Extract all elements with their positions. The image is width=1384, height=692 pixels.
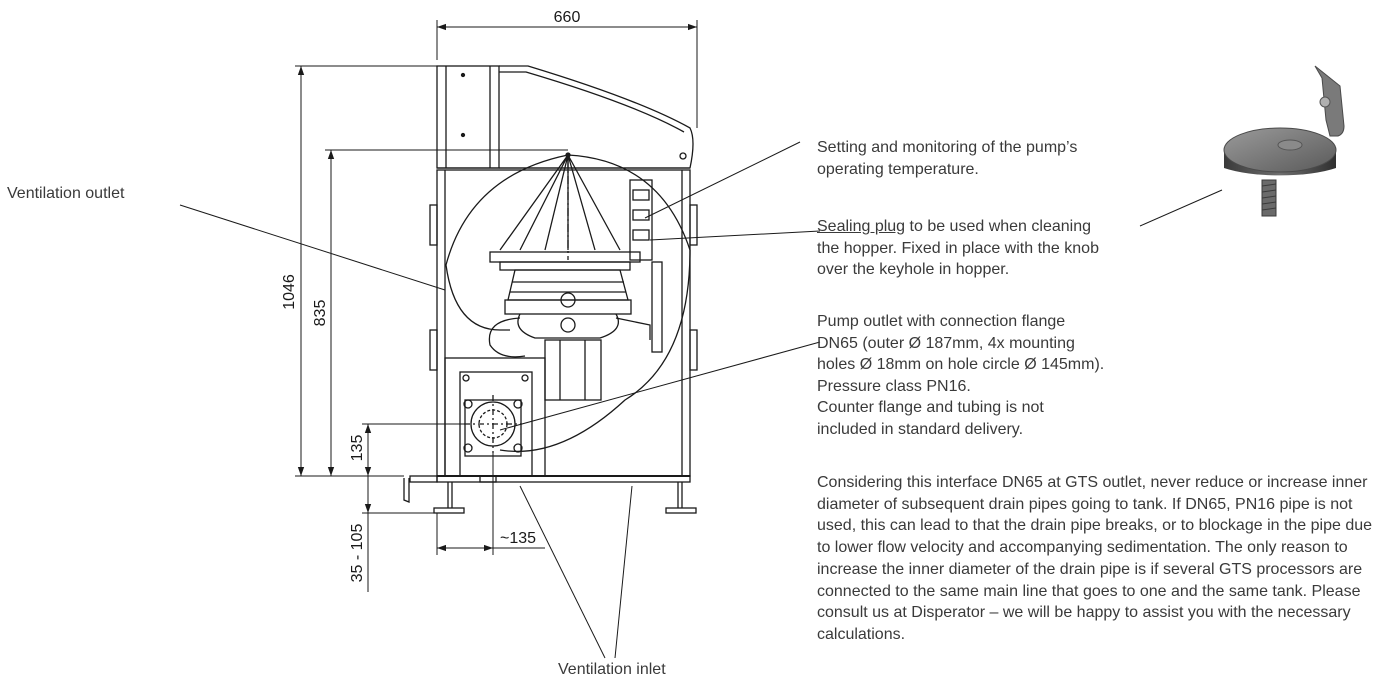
dimension-lines	[295, 20, 698, 592]
pump-unit-drawing	[403, 65, 698, 514]
pump-outlet-line-1: Pump outlet with connection flange	[817, 313, 1066, 330]
pump-outlet-callout: Pump outlet with connection flange DN65 …	[817, 311, 1104, 440]
temperature-callout: Setting and monitoring of the pump’s ope…	[817, 137, 1077, 180]
sealing-plug-line-2: the hopper. Fixed in place with the knob	[817, 239, 1099, 257]
ventilation-outlet-label: Ventilation outlet	[7, 185, 125, 202]
sealing-plug-link[interactable]: Sealing plug	[817, 218, 906, 235]
sealing-plug-line-3: over the keyhole in hopper.	[817, 261, 1010, 278]
leader-lines	[179, 141, 1223, 659]
ventilation-inlet-label: Ventilation inlet	[558, 661, 666, 678]
pump-outlet-line-6: included in standard delivery.	[817, 420, 1024, 438]
dn65-note-paragraph: Considering this interface DN65 at GTS o…	[817, 474, 1373, 643]
dim-135-offset: ~135	[500, 530, 536, 547]
sealing-plug-callout: Sealing plug to be used when cleaning th…	[817, 216, 1099, 281]
dim-660: 660	[554, 9, 581, 26]
dim-135: 135	[349, 435, 366, 462]
pump-outlet-line-4: Pressure class PN16.	[817, 377, 971, 395]
dim-1046: 1046	[281, 274, 298, 310]
pump-outlet-line-5: Counter flange and tubing is not	[817, 399, 1044, 416]
sealing-plug-illustration	[1223, 65, 1345, 217]
pump-outlet-line-2: DN65 (outer Ø 187mm, 4x mounting	[817, 334, 1075, 352]
dim-835: 835	[312, 300, 329, 327]
temperature-line-2: operating temperature.	[817, 160, 979, 178]
sealing-plug-text-1: to be used when cleaning	[905, 218, 1091, 235]
temperature-line-1: Setting and monitoring of the pump’s	[817, 139, 1078, 156]
pump-outlet-line-3: holes Ø 18mm on hole circle Ø 145mm).	[817, 356, 1105, 373]
dim-35-105: 35 - 105	[349, 524, 366, 583]
